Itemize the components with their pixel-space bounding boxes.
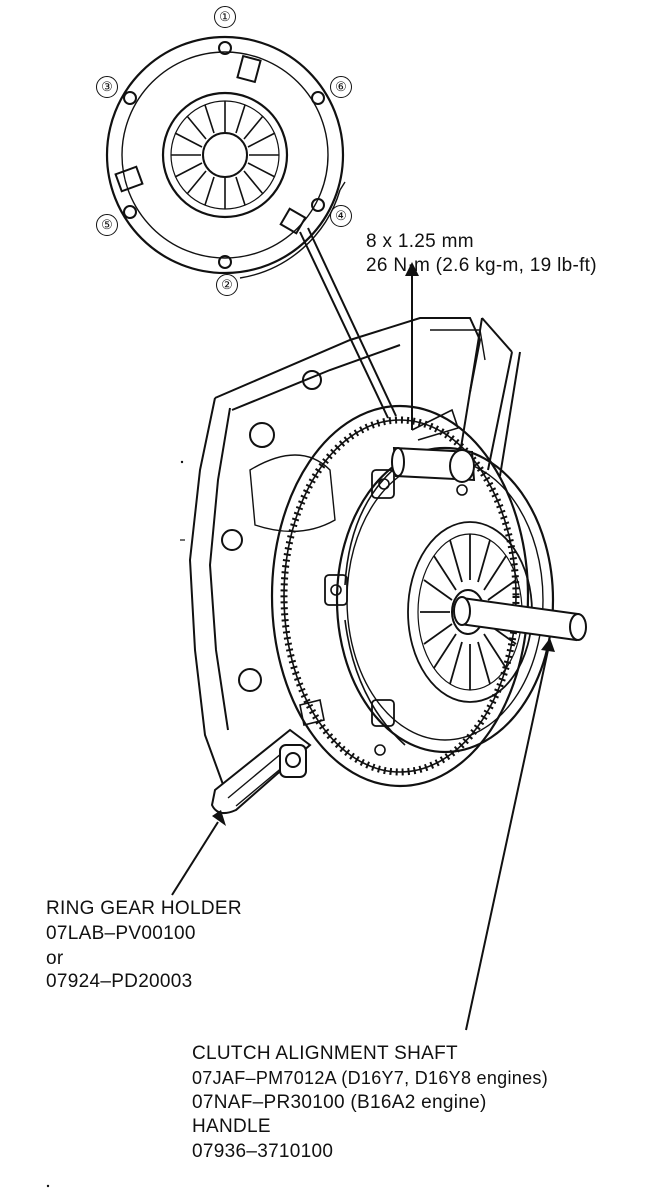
ring-gear-holder-arrow: [171, 810, 226, 896]
ring-gear-holder-name: RING GEAR HOLDER: [46, 898, 242, 919]
torque-wrench-handle: [391, 317, 521, 483]
torque-value-label: 26 N·m (2.6 kg-m, 19 lb-ft): [366, 255, 597, 276]
handle-part-number: 07936–3710100: [192, 1141, 334, 1162]
alignment-shaft-part-a: 07JAF–PM7012A (D16Y7, D16Y8 engines): [192, 1068, 549, 1088]
bolt-sequence-1: ①: [214, 6, 236, 28]
bolt-sequence-5: ⑤: [96, 214, 118, 236]
ring-gear-holder-part-b: 07924–PD20003: [46, 971, 193, 992]
alignment-shaft-arrow: [465, 638, 555, 1031]
engine-block: [180, 317, 486, 791]
alignment-shaft-name: CLUTCH ALIGNMENT SHAFT: [192, 1043, 458, 1064]
ring-gear-holder-part-a: 07LAB–PV00100: [46, 923, 196, 944]
inset-diaphragm-fingers: [171, 101, 279, 209]
alignment-shaft-part-b: 07NAF–PR30100 (B16A2 engine): [192, 1092, 487, 1113]
torque-arrow: [405, 262, 419, 430]
ring-gear-holder-or: or: [46, 948, 64, 969]
bolt-sequence-4: ④: [330, 205, 352, 227]
inset-leader-line: [299, 231, 389, 419]
ring-gear-holder-tool: [210, 699, 325, 815]
bolt-sequence-2: ②: [216, 274, 238, 296]
bolt-sequence-3: ③: [96, 76, 118, 98]
flywheel: [270, 404, 530, 788]
inset-bolt-holes: [123, 41, 325, 269]
pressure-plate-inset: [105, 35, 346, 279]
alignment-shaft: [453, 596, 587, 642]
handle-label: HANDLE: [192, 1116, 271, 1137]
bolt-sequence-6: ⑥: [330, 76, 352, 98]
bolt-size-label: 8 x 1.25 mm: [366, 231, 474, 252]
pressure-plate-assembly: [324, 446, 555, 756]
